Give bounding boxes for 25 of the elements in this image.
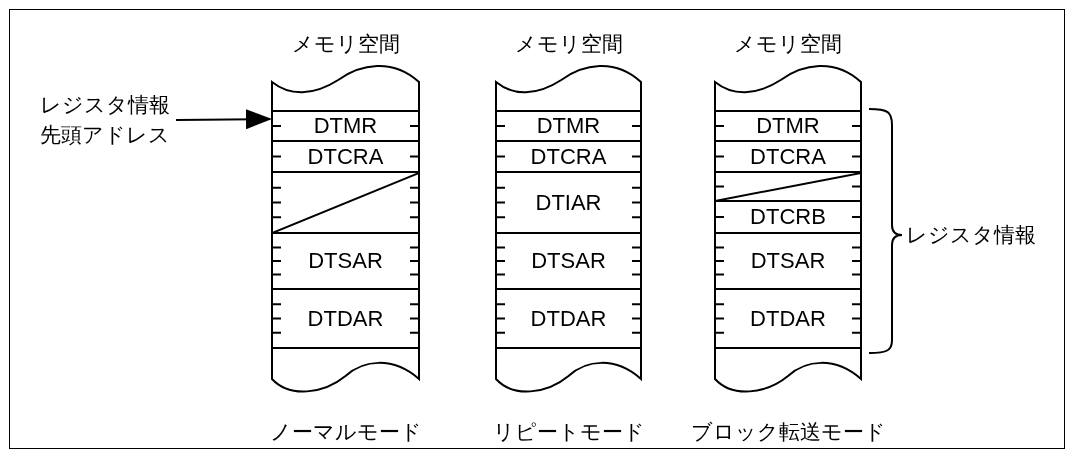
register-cell: DTSAR [715, 232, 861, 288]
brace-label: レジスタ情報 [906, 222, 1036, 248]
arrow [175, 109, 272, 130]
column-heading: メモリ空間 [514, 31, 623, 57]
mode-caption: ブロック転送モード [690, 419, 886, 445]
blank-cell [272, 171, 419, 232]
register-cell: DTMR [715, 110, 861, 140]
register-cell: DTIAR [496, 171, 641, 232]
register-cell: DTMR [496, 110, 641, 140]
column-heading: メモリ空間 [734, 31, 842, 57]
blank-cell [715, 171, 861, 200]
register-cell: DTCRA [496, 140, 641, 171]
register-cell: DTDAR [715, 288, 861, 349]
pointer-label: レジスタ情報先頭アドレス [40, 90, 170, 150]
register-cell: DTCRB [715, 200, 861, 232]
register-cell: DTCRA [715, 140, 861, 171]
register-cell: DTCRA [272, 140, 419, 171]
mode-caption: リピートモード [492, 419, 645, 445]
register-cell: DTSAR [496, 232, 641, 288]
register-cell: DTDAR [496, 288, 641, 349]
register-cell: DTMR [272, 110, 419, 140]
column-heading: メモリ空間 [291, 31, 400, 57]
register-cell: DTSAR [272, 232, 419, 288]
mode-caption: ノーマルモード [269, 419, 422, 445]
register-cell: DTDAR [272, 288, 419, 349]
